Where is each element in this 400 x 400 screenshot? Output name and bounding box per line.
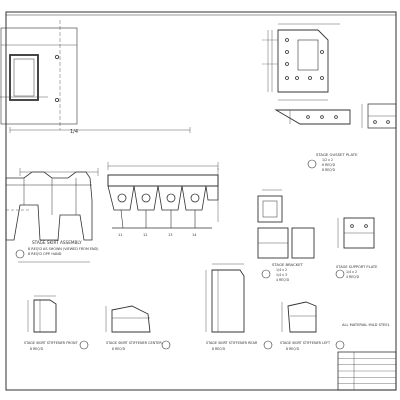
bracket-note-2: 1/4 x 3 [276, 273, 287, 277]
stiffener-front-view [27, 295, 57, 333]
title-block-rows [338, 358, 396, 384]
stiffener-center-view [105, 305, 151, 333]
stiffener-front-label: STAGE SKIRT STIFFENER FRONT [24, 341, 79, 345]
support-plate-label: STAGE SUPPORT PLATE [336, 265, 378, 269]
title-block [337, 351, 397, 391]
skirt-assembly-view [5, 168, 99, 241]
elevation-callout-2: 12 [143, 233, 147, 237]
stiffener-left-view [281, 301, 317, 333]
support-plate-view [337, 217, 375, 249]
stiffener-rear-view [205, 263, 245, 333]
elevation-callout-3: 13 [168, 233, 172, 237]
support-plate-note-2: 4 REQ'D [346, 275, 360, 279]
bracket-label-block: STAGE BRACKET 1/4 x 2 1/4 x 3 4 REQ'D [261, 262, 304, 282]
gusset-plate-view [262, 23, 397, 129]
stiffener-rear-note: 8 REQ'D [212, 347, 226, 351]
top-left-plan-view: 1/4 [0, 20, 191, 135]
gusset-plate-label-block: STAGE GUSSET PLATE 1/2 x 2 6 REQ'D 8 REQ… [307, 152, 358, 172]
support-plate-note-1: 1/4 x 2 [346, 270, 357, 274]
skirt-assembly-label-block: STAGE SKIRT ASSEMBLY 8 REQ'D AS SHOWN (V… [15, 240, 99, 263]
elevation-callout-4: 14 [192, 233, 197, 237]
stiffener-rear-label-block: STAGE SKIRT STIFFENER REAR 8 REQ'D [206, 340, 273, 351]
bracket-label: STAGE BRACKET [272, 262, 304, 267]
support-plate-label-block: STAGE SUPPORT PLATE 1/4 x 2 4 REQ'D [335, 265, 378, 279]
skirt-assembly-label: STAGE SKIRT ASSEMBLY [32, 240, 82, 245]
plan-dimension: 1/4 [70, 129, 78, 135]
stiffener-left-label-block: STAGE SKIRT STIFFENER LEFT 8 REQ'D [280, 340, 345, 351]
gusset-plate-label: STAGE GUSSET PLATE [316, 152, 358, 157]
sheet-border [5, 11, 397, 391]
stiffener-left-note: 8 REQ'D [286, 347, 300, 351]
gusset-plate-note-3: 8 REQ'D [322, 168, 336, 172]
stiffener-front-note: 8 REQ'D [30, 347, 44, 351]
stiffener-center-label: STAGE SKIRT STIFFENER CENTER [106, 341, 162, 345]
stiffener-rear-label: STAGE SKIRT STIFFENER REAR [206, 341, 258, 345]
gusset-plate-note-2: 6 REQ'D [322, 163, 336, 167]
bracket-note-3: 4 REQ'D [276, 278, 290, 282]
center-elevation-view: 11 12 13 14 [107, 162, 219, 237]
bracket-note-1: 1/4 x 2 [276, 268, 287, 272]
elevation-callout-1: 11 [118, 233, 122, 237]
gusset-plate-note-1: 1/2 x 2 [322, 158, 333, 162]
stiffener-left-label: STAGE SKIRT STIFFENER LEFT [280, 341, 331, 345]
skirt-assembly-note-1: 8 REQ'D AS SHOWN (VIEWED FROM END) [28, 247, 99, 251]
skirt-assembly-note-2: 8 REQ'D OPP. HAND [28, 252, 62, 256]
stiffener-center-note: 8 REQ'D [112, 347, 126, 351]
bracket-view [257, 189, 315, 259]
stiffener-center-label-block: STAGE SKIRT STIFFENER CENTER 8 REQ'D [106, 340, 171, 351]
general-note: ALL MATERIAL MILD STEEL [342, 323, 390, 327]
stiffener-front-label-block: STAGE SKIRT STIFFENER FRONT 8 REQ'D [24, 340, 89, 351]
